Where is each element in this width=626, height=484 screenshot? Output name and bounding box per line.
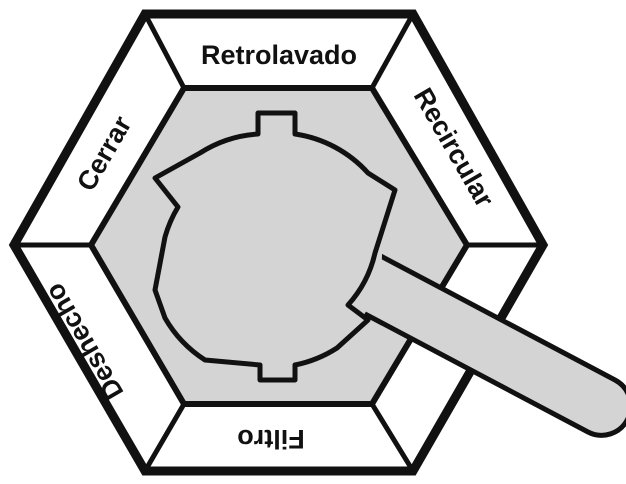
gear <box>152 110 398 383</box>
label-bottom: Filtro <box>237 424 305 454</box>
label-top: Retrolavado <box>201 40 357 70</box>
multiport-valve-gear-handle-icon <box>152 110 626 438</box>
valve-handle <box>345 250 626 438</box>
segment-dividers <box>14 12 543 473</box>
